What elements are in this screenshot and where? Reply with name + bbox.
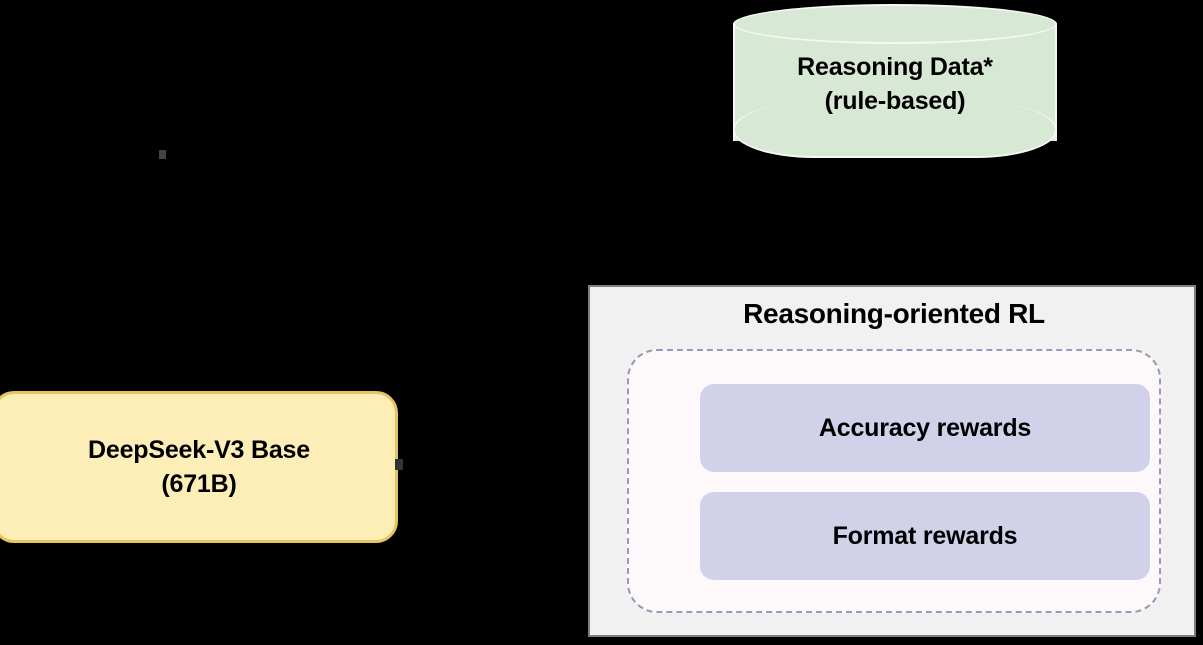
- deepseek-v3-base-node[interactable]: DeepSeek-V3 Base (671B): [0, 391, 398, 543]
- rl-rewards-container: Accuracy rewards Format rewards: [627, 349, 1161, 613]
- reasoning-data-line1: Reasoning Data*: [797, 53, 993, 81]
- reasoning-data-cylinder[interactable]: Reasoning Data* (rule-based): [733, 4, 1057, 160]
- base-model-arrow-stub: [395, 459, 403, 470]
- reasoning-oriented-rl-panel[interactable]: Reasoning-oriented RL Accuracy rewards F…: [588, 285, 1196, 637]
- cylinder-top-ellipse: [733, 4, 1057, 44]
- accuracy-rewards-label: Accuracy rewards: [818, 413, 1032, 442]
- base-model-line2: (671B): [161, 470, 237, 498]
- reasoning-data-label: Reasoning Data* (rule-based): [733, 50, 1057, 118]
- format-rewards-label: Format rewards: [832, 521, 1018, 550]
- reasoning-data-line2: (rule-based): [824, 87, 966, 115]
- base-model-line1: DeepSeek-V3 Base: [88, 436, 310, 464]
- cylinder-arrow-stub: [159, 150, 166, 159]
- rl-panel-title: Reasoning-oriented RL: [743, 298, 1045, 329]
- cylinder-bottom-ellipse: [733, 102, 1057, 158]
- format-rewards-box[interactable]: Format rewards: [700, 492, 1150, 580]
- base-model-label: DeepSeek-V3 Base (671B): [80, 433, 310, 501]
- accuracy-rewards-box[interactable]: Accuracy rewards: [700, 384, 1150, 472]
